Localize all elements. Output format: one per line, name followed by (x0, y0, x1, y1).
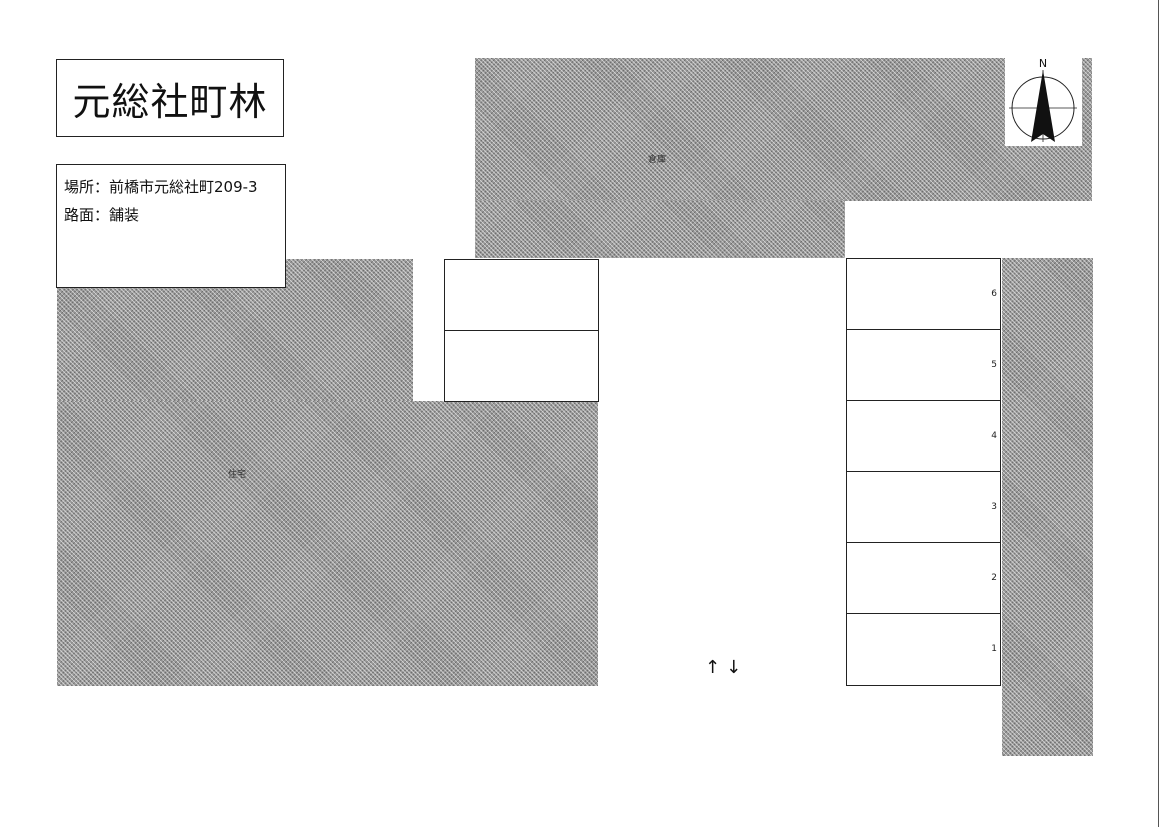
parking-space-number: 2 (991, 573, 997, 583)
parking-space[interactable]: 4 (846, 400, 1001, 472)
storage-box-upper (444, 259, 599, 331)
parking-space[interactable]: 6 (846, 258, 1001, 330)
parking-space[interactable]: 2 (846, 542, 1001, 614)
info-box: 場所：前橋市元総社町209-3 路面：舗装 (56, 164, 286, 288)
left-area-label: 住宅 (228, 470, 247, 480)
surface-text: 路面：舗装 (64, 206, 140, 224)
top-area-label: 倉庫 (648, 155, 667, 165)
traffic-direction-arrows: ↑↓ (705, 657, 748, 678)
parking-space-number: 1 (991, 644, 997, 654)
compass-north-label: N (1039, 57, 1047, 70)
right-strip-area (1002, 258, 1093, 756)
top-building-lower-area (475, 200, 845, 258)
parking-space[interactable]: 1 (846, 613, 1001, 686)
location-text: 場所：前橋市元総社町209-3 (64, 178, 258, 196)
compass: N (1005, 56, 1082, 146)
parking-space-number: 3 (991, 502, 997, 512)
north-arrow-icon: N (1009, 57, 1077, 142)
parking-space-number: 4 (991, 431, 997, 441)
parking-space[interactable]: 3 (846, 471, 1001, 543)
parking-space-number: 5 (991, 360, 997, 370)
left-house-lower-area (57, 401, 598, 686)
map-title: 元総社町林 (56, 59, 284, 137)
parking-space[interactable]: 5 (846, 329, 1001, 401)
parking-space-number: 6 (991, 289, 997, 299)
storage-box-lower (444, 330, 599, 402)
top-building-area (475, 58, 1092, 201)
page-edge-line (1158, 0, 1159, 827)
